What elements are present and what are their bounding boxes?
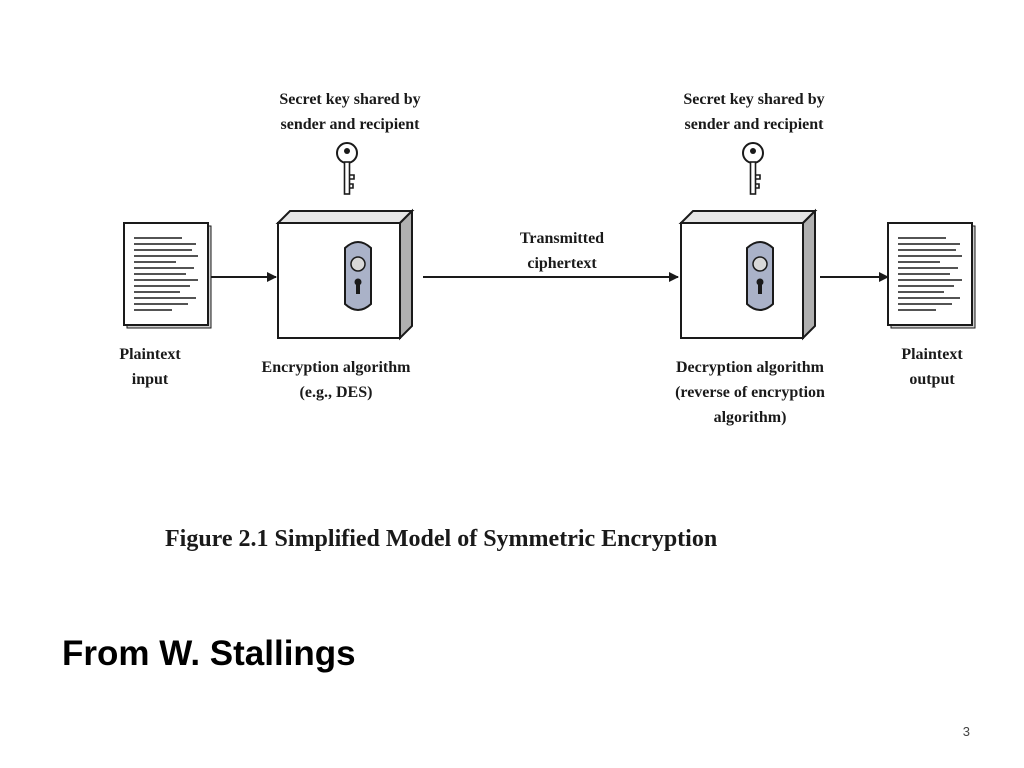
decryption-line-2: (reverse of encryption bbox=[675, 384, 825, 401]
plaintext-input-line-2: input bbox=[131, 371, 169, 388]
attribution-heading: From W. Stallings bbox=[62, 634, 356, 673]
key-label-right: Secret key shared by sender and recipien… bbox=[644, 87, 864, 137]
plaintext-output-label: Plaintext output bbox=[880, 342, 984, 392]
key-label-right-line-2: sender and recipient bbox=[684, 116, 824, 133]
transmitted-line-1: Transmitted bbox=[519, 230, 605, 247]
encryption-algorithm-label: Encryption algorithm (e.g., DES) bbox=[226, 355, 446, 405]
plaintext-output-line-2: output bbox=[909, 371, 955, 388]
key-label-right-line-1: Secret key shared by bbox=[683, 91, 825, 108]
key-label-left-line-2: sender and recipient bbox=[280, 116, 420, 133]
decryption-algorithm-label: Decryption algorithm (reverse of encrypt… bbox=[635, 355, 865, 430]
plaintext-input-document-icon bbox=[123, 222, 212, 329]
page-number: 3 bbox=[962, 724, 970, 739]
encryption-line-2: (e.g., DES) bbox=[299, 384, 373, 401]
key-icon-right bbox=[742, 142, 764, 195]
key-icon-left bbox=[336, 142, 358, 195]
plaintext-input-line-1: Plaintext bbox=[119, 346, 181, 363]
encryption-lock-icon bbox=[344, 241, 372, 311]
decryption-line-3: algorithm) bbox=[713, 409, 787, 426]
figure-caption: Figure 2.1 Simplified Model of Symmetric… bbox=[165, 526, 718, 552]
plaintext-input-label: Plaintext input bbox=[100, 342, 200, 392]
transmitted-line-2: ciphertext bbox=[527, 255, 597, 272]
decryption-line-1: Decryption algorithm bbox=[676, 359, 824, 376]
transmitted-ciphertext-label: Transmitted ciphertext bbox=[490, 226, 634, 276]
decryption-lock-icon bbox=[746, 241, 774, 311]
key-label-left-line-1: Secret key shared by bbox=[279, 91, 421, 108]
plaintext-output-line-1: Plaintext bbox=[901, 346, 963, 363]
encryption-line-1: Encryption algorithm bbox=[261, 359, 411, 376]
key-label-left: Secret key shared by sender and recipien… bbox=[240, 87, 460, 137]
plaintext-output-document-icon bbox=[887, 222, 976, 329]
